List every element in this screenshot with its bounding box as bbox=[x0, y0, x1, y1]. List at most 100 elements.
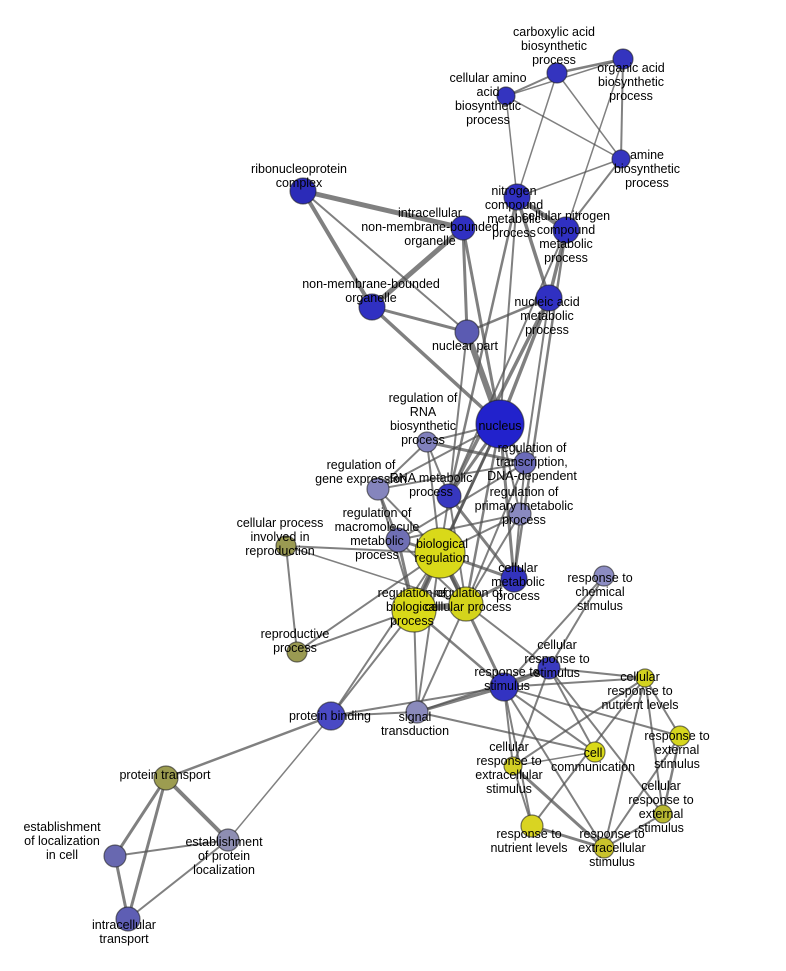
node-nucleus[interactable] bbox=[475, 399, 525, 449]
edge-est-protein-localization--intracellular-transport[interactable] bbox=[127, 839, 229, 920]
edge-biological-regulation--signal-transduction[interactable] bbox=[416, 552, 441, 713]
node-reproductive-process[interactable] bbox=[286, 641, 308, 663]
edge-cellular-resp-stimulus--resp-chemical[interactable] bbox=[548, 575, 605, 669]
edge-nucleus--cellular-metab[interactable] bbox=[498, 422, 516, 581]
edge-protein-transport--est-protein-localization[interactable] bbox=[164, 776, 230, 842]
node-nucleic-acid-metab[interactable] bbox=[535, 284, 563, 312]
node-reg-rna-biosyn[interactable] bbox=[416, 431, 438, 453]
node-reg-biological-process[interactable] bbox=[391, 587, 437, 633]
node-cell-process-reproduction[interactable] bbox=[275, 535, 297, 557]
node-est-protein-localization[interactable] bbox=[216, 828, 240, 852]
edge-cellular-nitrogen-metab--cellular-metab[interactable] bbox=[512, 228, 568, 581]
edge-carboxylic-acid-biosyn--nitrogen-compound-metab[interactable] bbox=[516, 72, 558, 198]
edge-amino-acid-biosyn--nitrogen-compound-metab[interactable] bbox=[505, 95, 518, 198]
node-cellular-resp-nutrient[interactable] bbox=[635, 668, 655, 688]
edge-reg-primary-metab--reg-macromolecule-metab[interactable] bbox=[397, 513, 521, 541]
edge-nitrogen-compound-metab--nucleic-acid-metab[interactable] bbox=[515, 195, 551, 300]
node-intracellular-nmb-organelle[interactable] bbox=[450, 215, 476, 241]
edge-reproductive-process--biological-regulation[interactable] bbox=[296, 552, 441, 653]
node-resp-stimulus[interactable] bbox=[489, 672, 519, 702]
edge-cell-communication--cellular-resp-extracellular[interactable] bbox=[512, 751, 596, 767]
edge-est-protein-localization--est-localization-in-cell[interactable] bbox=[114, 839, 229, 857]
node-reg-primary-metab[interactable] bbox=[508, 502, 532, 526]
node-reg-cellular-process[interactable] bbox=[448, 586, 484, 622]
edge-protein-transport--est-localization-in-cell[interactable] bbox=[113, 776, 168, 858]
node-carboxylic-acid-biosyn[interactable] bbox=[546, 62, 568, 84]
edge-resp-stimulus--resp-nutrient-levels[interactable] bbox=[503, 686, 533, 827]
node-reg-macromolecule-metab[interactable] bbox=[385, 527, 411, 553]
node-nitrogen-compound-metab[interactable] bbox=[503, 183, 531, 211]
edge-resp-extracellular--cellular-resp-extracellular[interactable] bbox=[511, 764, 606, 850]
edge-resp-extracellular--resp-nutrient-levels[interactable] bbox=[530, 824, 606, 850]
edge-cellular-resp-stimulus--cellular-resp-nutrient[interactable] bbox=[548, 667, 646, 679]
edge-nucleic-acid-metab--reg-transcription[interactable] bbox=[524, 297, 550, 464]
edge-nucleic-acid-metab--rna-metab[interactable] bbox=[447, 296, 551, 498]
edge-cellular-resp-nutrient--resp-external[interactable] bbox=[644, 677, 681, 737]
edge-rnp-complex--intracellular-nmb-organelle[interactable] bbox=[300, 188, 466, 231]
edge-intracellular-nmb-organelle--nuclear-part[interactable] bbox=[461, 226, 469, 334]
edge-cell-communication--signal-transduction[interactable] bbox=[416, 711, 596, 753]
node-amine-biosyn[interactable] bbox=[611, 149, 631, 169]
edge-reg-rna-biosyn--reg-transcription[interactable] bbox=[425, 440, 527, 465]
node-resp-extracellular[interactable] bbox=[593, 837, 615, 859]
node-biological-regulation[interactable] bbox=[414, 527, 466, 579]
edge-amine-biosyn--nitrogen-compound-metab[interactable] bbox=[516, 158, 622, 198]
node-protein-transport[interactable] bbox=[153, 765, 179, 791]
edge-nuclear-part--nucleic-acid-metab[interactable] bbox=[465, 296, 551, 334]
edge-cellular-resp-stimulus--cell-communication[interactable] bbox=[548, 667, 596, 753]
node-cellular-resp-stimulus[interactable] bbox=[537, 656, 561, 680]
edge-resp-extracellular--cellular-resp-external[interactable] bbox=[603, 813, 664, 849]
edge-nmb-organelle--nuclear-part[interactable] bbox=[370, 305, 469, 334]
edge-rnp-complex--nmb-organelle[interactable] bbox=[301, 189, 374, 309]
node-rnp-complex[interactable] bbox=[289, 177, 317, 205]
edge-rnp-complex--nuclear-part[interactable] bbox=[302, 190, 468, 333]
edge-cellular-resp-stimulus--cellular-resp-extracellular[interactable] bbox=[512, 667, 550, 767]
edge-protein-transport--intracellular-transport[interactable] bbox=[126, 776, 168, 921]
node-nmb-organelle[interactable] bbox=[358, 293, 386, 321]
edge-organic-acid-biosyn--amine-biosyn[interactable] bbox=[620, 58, 624, 160]
node-reg-transcription[interactable] bbox=[513, 451, 537, 475]
edge-carboxylic-acid-biosyn--amine-biosyn[interactable] bbox=[556, 72, 622, 160]
edge-intracellular-nmb-organelle--nmb-organelle[interactable] bbox=[369, 225, 466, 310]
node-resp-external[interactable] bbox=[669, 725, 691, 747]
node-intracellular-transport[interactable] bbox=[115, 906, 141, 932]
node-organic-acid-biosyn[interactable] bbox=[612, 48, 634, 70]
node-rna-metab[interactable] bbox=[436, 483, 462, 509]
node-cellular-resp-external[interactable] bbox=[653, 804, 673, 824]
edge-reg-transcription--reg-macromolecule-metab[interactable] bbox=[397, 462, 526, 541]
edge-carboxylic-acid-biosyn--organic-acid-biosyn[interactable] bbox=[555, 57, 625, 75]
edge-resp-stimulus--cell-communication[interactable] bbox=[503, 686, 596, 753]
edge-cell-process-reproduction--reproductive-process[interactable] bbox=[285, 545, 298, 653]
edge-cellular-resp-nutrient--cellular-resp-extracellular[interactable] bbox=[512, 677, 646, 767]
edge-resp-stimulus--resp-chemical[interactable] bbox=[503, 575, 605, 688]
edge-cellular-resp-nutrient--cellular-resp-external[interactable] bbox=[644, 677, 664, 815]
node-est-localization-in-cell[interactable] bbox=[103, 844, 127, 868]
edge-nucleus--reg-cellular-process[interactable] bbox=[464, 422, 502, 606]
edge-nmb-organelle--nucleus[interactable] bbox=[370, 305, 502, 426]
edge-reg-transcription--reg-cellular-process[interactable] bbox=[465, 462, 526, 605]
edge-protein-binding--est-protein-localization[interactable] bbox=[227, 715, 332, 841]
node-cellular-nitrogen-metab[interactable] bbox=[552, 216, 580, 244]
edge-resp-stimulus--cellular-resp-nutrient[interactable] bbox=[503, 677, 646, 688]
node-signal-transduction[interactable] bbox=[405, 700, 429, 724]
edge-amino-acid-biosyn--amine-biosyn[interactable] bbox=[505, 95, 622, 160]
edge-protein-binding--biological-regulation[interactable] bbox=[330, 552, 441, 717]
edge-resp-external--resp-extracellular[interactable] bbox=[603, 735, 681, 849]
node-cellular-resp-extracellular[interactable] bbox=[503, 756, 523, 776]
edge-resp-stimulus--resp-extracellular[interactable] bbox=[503, 686, 605, 849]
edge-resp-external--cellular-resp-external[interactable] bbox=[661, 734, 682, 816]
edge-nuclear-part--rna-metab[interactable] bbox=[448, 331, 468, 497]
node-cell-communication[interactable] bbox=[584, 741, 606, 763]
edge-rna-metab--cellular-metab[interactable] bbox=[447, 494, 516, 581]
edge-reg-transcription--reg-gene-expression[interactable] bbox=[377, 462, 526, 490]
edge-cell-process-reproduction--biological-regulation[interactable] bbox=[285, 545, 441, 554]
edge-amine-biosyn--cellular-nitrogen-metab[interactable] bbox=[565, 158, 622, 231]
edge-protein-binding--protein-transport[interactable] bbox=[164, 714, 333, 780]
node-resp-chemical[interactable] bbox=[593, 565, 615, 587]
node-amino-acid-biosyn[interactable] bbox=[496, 86, 516, 106]
node-nuclear-part[interactable] bbox=[454, 319, 480, 345]
node-protein-binding[interactable] bbox=[316, 701, 346, 731]
edge-cellular-resp-nutrient--resp-extracellular[interactable] bbox=[603, 677, 646, 849]
node-resp-nutrient-levels[interactable] bbox=[520, 814, 544, 838]
edge-reg-cellular-process--signal-transduction[interactable] bbox=[416, 603, 467, 713]
